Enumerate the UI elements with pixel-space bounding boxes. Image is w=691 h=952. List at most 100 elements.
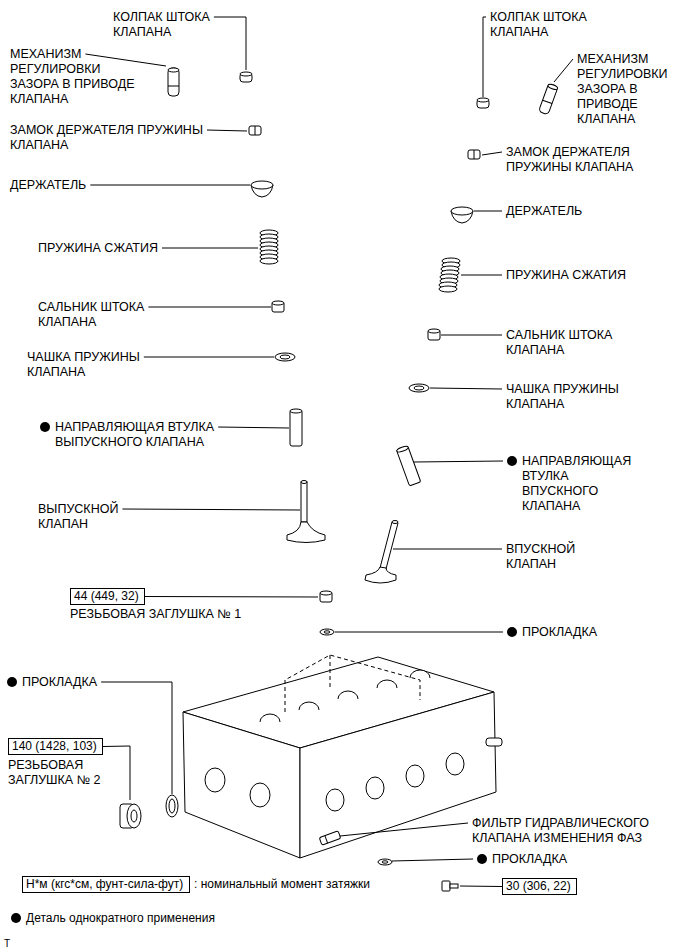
valve-stem-cap-outline <box>240 72 252 76</box>
intake-valve-outline <box>380 522 398 569</box>
cylinder-head-outline <box>486 738 502 746</box>
spring-retainer-lock-outline <box>474 150 475 159</box>
threaded-plug-outline <box>320 592 332 602</box>
part-label: ДЕРЖАТЕЛЬ <box>506 204 656 219</box>
cylinder-head-outline <box>338 691 358 699</box>
bolt <box>442 881 458 891</box>
cylinder-head-outline <box>205 768 225 792</box>
leader-line <box>122 509 300 510</box>
gasket <box>320 629 334 635</box>
spring-seat-outline <box>275 353 295 361</box>
compression-spring <box>260 230 278 264</box>
part-label: НАПРАВЛЯЮЩАЯ ВТУЛКА ВЫПУСКНОГО КЛАПАНА <box>55 420 230 450</box>
valve-stem-cap <box>240 72 252 82</box>
torque-box: 140 (1428, 103) <box>8 738 103 755</box>
threaded-plug-outline <box>127 804 141 828</box>
torque-value: 140 (1428, 103) <box>12 739 97 753</box>
leader-line <box>392 859 473 861</box>
oil-control-valve-filter-outline <box>319 831 341 845</box>
part-label: ВПУСКНОЙ КЛАПАН <box>506 542 606 572</box>
leader-line <box>393 549 502 550</box>
threaded-plug-outline <box>320 591 332 595</box>
part-label: МЕХАНИЗМ РЕГУЛИРОВКИ ЗАЗОРА В ПРИВОДЕ КЛ… <box>10 47 150 107</box>
leader-line <box>214 17 246 70</box>
leader-line <box>148 307 271 308</box>
lash-adjuster-outline <box>168 68 179 96</box>
single-use-dot <box>507 456 517 466</box>
intake-valve <box>365 521 398 584</box>
leader-line <box>90 185 250 186</box>
cylinder-head-outline <box>446 753 464 775</box>
part-label: ЗАМОК ДЕРЖАТЕЛЯ ПРУЖИНЫ КЛАПАНА <box>10 123 230 153</box>
lash-adjuster-outline <box>168 86 179 87</box>
single-use-dot <box>507 627 517 637</box>
lash-adjuster-outline <box>168 68 179 72</box>
part-label: ПРОКЛАДКА <box>492 852 612 867</box>
gasket-outline <box>382 861 388 863</box>
lash-adjuster <box>168 68 179 96</box>
valve-stem-cap-outline <box>477 98 489 102</box>
gasket <box>378 859 392 865</box>
spring-seat-outline <box>280 355 290 359</box>
torque-value: 44 (449, 32) <box>74 589 139 603</box>
leader-line <box>461 275 502 276</box>
leader-line <box>145 596 318 598</box>
cylinder-head-outline <box>377 680 397 688</box>
spring-retainer-outline <box>251 181 273 189</box>
valve-stem-seal-outline <box>272 301 284 305</box>
part-label: ПРУЖИНА СЖАТИЯ <box>38 241 188 256</box>
bolt-outline <box>442 881 450 891</box>
part-label: КОЛПАК ШТОКА КЛАПАНА <box>490 10 600 40</box>
cylinder-head-outline <box>366 777 384 799</box>
single-use-dot <box>477 854 487 864</box>
torque-value: Н*м (кгс*см, фунт-сила-фут) <box>26 877 183 891</box>
bolt-outline <box>450 884 458 888</box>
leader-line <box>474 211 502 212</box>
leader-line <box>207 130 247 131</box>
lash-adjuster-outline <box>539 83 559 115</box>
leader-line <box>441 335 502 336</box>
part-label: T <box>4 936 24 951</box>
valve-stem-cap <box>477 98 489 108</box>
leader-line <box>554 59 573 82</box>
part-label: РЕЗЬБОВАЯ ЗАГЛУШКА № 2 <box>8 758 128 788</box>
valve-guide <box>290 409 302 446</box>
leader-line <box>335 632 503 633</box>
spring-retainer-lock-outline <box>249 126 261 135</box>
threaded-plug-outline <box>131 810 137 822</box>
threaded-plug <box>120 804 141 828</box>
spring-retainer-lock-outline <box>255 126 256 135</box>
part-label: ЧАШКА ПРУЖИНЫ КЛАПАНА <box>506 382 636 412</box>
part-label: ПРУЖИНА СЖАТИЯ <box>506 268 656 283</box>
part-label: НАПРАВЛЯЮЩАЯ ВТУЛКА ВПУСКНОГО КЛАПАНА <box>522 454 642 514</box>
spring-seat-outline <box>409 384 429 392</box>
valve-stem-seal-outline <box>272 302 284 312</box>
spring-retainer-lock-outline <box>468 150 480 159</box>
oil-control-valve-filter <box>319 831 341 845</box>
leader-line <box>103 746 130 800</box>
single-use-dot <box>7 677 17 687</box>
spring-retainer <box>251 181 273 197</box>
exhaust-valve-outline <box>301 481 307 484</box>
cylinder-head-outline <box>183 712 300 858</box>
threaded-plug <box>320 591 332 602</box>
spring-seat <box>409 384 429 392</box>
spring-retainer-lock <box>468 150 480 159</box>
valve-guide-outline <box>290 410 302 446</box>
valve-guide <box>396 445 421 486</box>
gasket-outline <box>378 859 392 865</box>
leader-line <box>482 152 502 155</box>
leader-line <box>162 248 258 249</box>
gasket-outline <box>320 629 334 635</box>
torque-box: 44 (449, 32) <box>70 588 145 605</box>
cylinder-head-outline <box>406 765 424 787</box>
part-label: ДЕРЖАТЕЛЬ <box>10 178 160 193</box>
spring-retainer-lock <box>249 126 261 135</box>
part-label: САЛЬНИК ШТОКА КЛАПАНА <box>38 300 163 330</box>
cylinder-head-outline <box>285 655 420 712</box>
oil-control-valve-filter-outline <box>325 836 328 844</box>
part-label: РЕЗЬБОВАЯ ЗАГЛУШКА № 1 <box>70 607 270 622</box>
